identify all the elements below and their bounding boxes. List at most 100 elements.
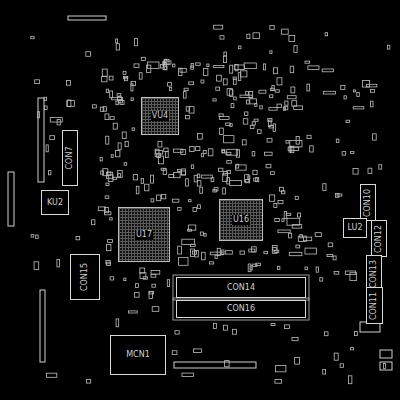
smd-part xyxy=(245,112,248,116)
component-outline: CON16 xyxy=(176,300,306,318)
smd-part xyxy=(186,115,190,118)
smd-part xyxy=(102,69,107,76)
smd-part xyxy=(116,44,119,50)
smd-part xyxy=(240,71,247,77)
component-outline: KU2 xyxy=(41,190,69,215)
component-outline: CON7 xyxy=(62,130,78,186)
smd-part xyxy=(152,307,159,312)
smd-part xyxy=(167,280,169,287)
smd-part xyxy=(292,101,297,107)
smd-part xyxy=(146,65,150,72)
smd-part xyxy=(102,76,107,81)
smd-part xyxy=(123,71,126,74)
smd-part xyxy=(294,106,303,110)
smd-part xyxy=(259,90,266,93)
smd-part xyxy=(220,36,224,39)
bottom-connector xyxy=(174,362,256,368)
smd-part xyxy=(337,194,342,196)
smd-part xyxy=(210,262,214,264)
smd-part xyxy=(264,251,268,253)
smd-part xyxy=(341,86,345,90)
smd-part xyxy=(245,179,249,182)
smd-part xyxy=(124,278,126,281)
smd-part xyxy=(263,64,265,70)
smd-part xyxy=(161,65,164,69)
smd-part xyxy=(254,119,258,121)
component-outline: CON11 xyxy=(366,287,383,324)
smd-part xyxy=(315,233,321,237)
smd-part xyxy=(107,245,111,251)
smd-part xyxy=(224,136,234,143)
smd-part xyxy=(76,236,80,239)
smd-part xyxy=(283,107,285,110)
smd-part xyxy=(105,114,109,120)
smd-part xyxy=(135,38,138,46)
smd-part xyxy=(178,207,181,210)
smd-part xyxy=(191,165,193,169)
smd-part xyxy=(223,172,227,176)
smd-part xyxy=(202,252,206,259)
smd-part xyxy=(149,292,153,299)
smd-part xyxy=(201,80,204,83)
component-outline: CON12 xyxy=(371,220,387,257)
smd-part xyxy=(296,136,299,144)
smd-part xyxy=(108,240,113,243)
smd-part xyxy=(109,76,113,80)
smd-part xyxy=(316,267,318,272)
reference-designator: VU4 xyxy=(151,111,169,121)
smd-part xyxy=(353,90,355,92)
smd-part xyxy=(240,95,252,97)
smd-part xyxy=(44,97,46,100)
smd-part xyxy=(307,135,311,138)
ic-chip: U16 xyxy=(219,199,263,241)
pad xyxy=(380,362,392,370)
smd-part xyxy=(203,68,208,75)
smd-part xyxy=(113,123,117,129)
smd-part xyxy=(208,149,213,156)
smd-part xyxy=(31,37,34,39)
reference-designator: CON10 xyxy=(363,187,373,217)
smd-part xyxy=(68,100,71,107)
smd-part xyxy=(191,63,193,67)
smd-part xyxy=(247,34,250,38)
smd-part xyxy=(180,69,186,73)
smd-part xyxy=(286,213,291,215)
smd-part xyxy=(232,329,236,334)
smd-part xyxy=(268,118,272,121)
smd-part xyxy=(67,101,75,107)
smd-part xyxy=(184,92,187,99)
smd-part xyxy=(36,235,38,238)
smd-part xyxy=(247,100,250,104)
reference-designator: CON12 xyxy=(374,223,384,253)
smd-part xyxy=(298,213,301,217)
smd-part xyxy=(287,96,296,99)
smd-part xyxy=(175,331,179,334)
reference-designator: LU2 xyxy=(346,223,363,233)
reference-designator: CON14 xyxy=(226,283,256,293)
smd-part xyxy=(111,155,113,158)
smd-part xyxy=(357,93,360,97)
smd-part xyxy=(103,107,106,112)
smd-part xyxy=(227,178,230,184)
smd-part xyxy=(278,201,283,204)
smd-part xyxy=(233,77,236,79)
smd-part xyxy=(267,138,272,142)
smd-part xyxy=(270,51,272,54)
smd-part xyxy=(304,237,312,241)
smd-part xyxy=(181,169,185,175)
smd-part xyxy=(346,120,350,122)
smd-part xyxy=(50,136,55,140)
smd-part xyxy=(256,178,259,182)
component-outline: CON10 xyxy=(360,184,376,221)
smd-part xyxy=(125,142,128,147)
ic-chip: VU4 xyxy=(141,97,179,135)
smd-part xyxy=(124,77,127,80)
smd-part xyxy=(44,106,47,109)
pad xyxy=(380,350,392,358)
smd-part xyxy=(166,152,169,158)
smd-part xyxy=(342,152,346,156)
smd-part xyxy=(139,73,142,79)
smd-part xyxy=(133,175,137,180)
smd-part xyxy=(164,59,169,64)
